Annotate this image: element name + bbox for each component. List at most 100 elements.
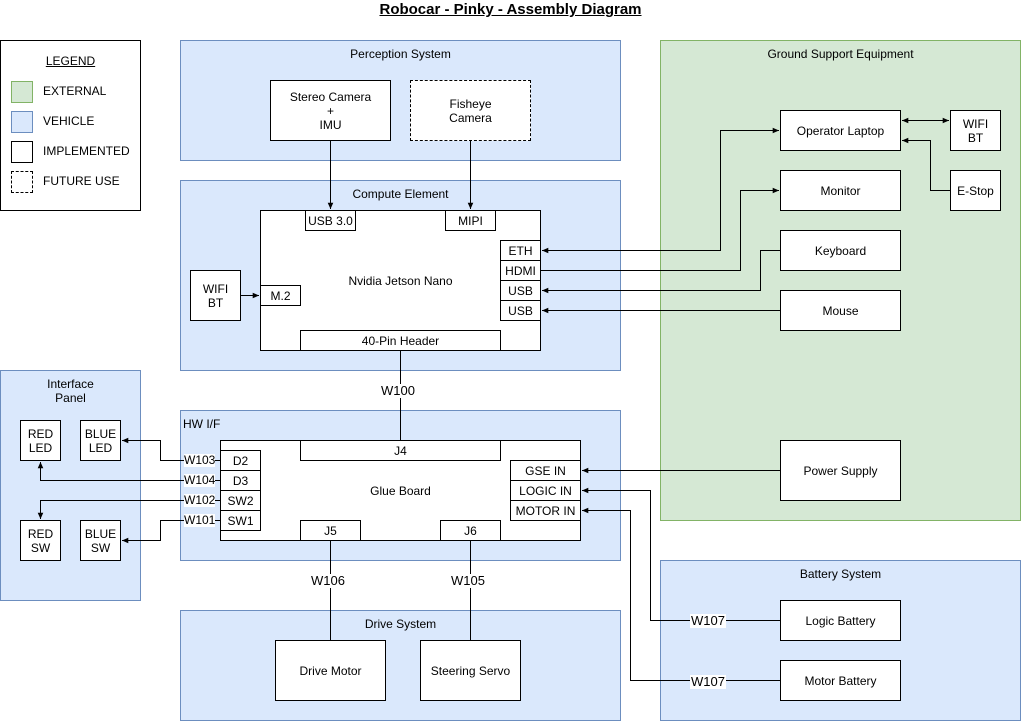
j6-connector: J6 <box>440 520 501 541</box>
logic-in-label: LOGIC IN <box>519 483 572 498</box>
legend-title: LEGEND <box>45 54 96 68</box>
diagram-title: Robocar - Pinky - Assembly Diagram <box>379 1 642 18</box>
monitor-block: Monitor <box>780 170 901 211</box>
blue-led-line1: BLUE <box>84 426 117 441</box>
stereo-camera-imu-block: Stereo Camera + IMU <box>270 80 391 141</box>
sw1-label: SW1 <box>227 513 254 528</box>
fisheye-camera-line2: Camera <box>449 110 492 125</box>
w102-label: W102 <box>184 493 216 507</box>
gse-in-label: GSE IN <box>525 463 566 478</box>
motor-battery-label: Motor Battery <box>804 673 877 688</box>
hdmi-monitor-line <box>541 187 779 271</box>
glue-board-label: Glue Board <box>370 483 431 498</box>
legend-implemented-label: IMPLEMENTED <box>43 144 130 158</box>
power-supply-block: Power Supply <box>780 440 901 501</box>
mouse-label: Mouse <box>822 303 859 318</box>
j5-connector: J5 <box>300 520 361 541</box>
compute-element-label: Compute Element <box>352 187 449 201</box>
j5-label: J5 <box>324 523 337 538</box>
motor-battery-block: Motor Battery <box>780 660 901 701</box>
w105-label: W105 <box>450 573 486 588</box>
w100-label: W100 <box>380 383 416 398</box>
w107-motor-label: W107 <box>690 674 726 689</box>
gse-wifi-line2: BT <box>967 130 984 145</box>
interface-panel-label-line2: Panel <box>55 391 86 405</box>
perception-system-label: Perception System <box>350 47 451 61</box>
gse-wifi-line1: WIFI <box>962 116 989 131</box>
d3-label: D3 <box>232 473 249 488</box>
red-sw-line2: SW <box>30 540 51 555</box>
m2-port-label: M.2 <box>270 288 291 303</box>
blue-sw-line2: SW <box>90 540 111 555</box>
m2-port: M.2 <box>260 285 301 306</box>
hw-if-label: HW I/F <box>183 417 221 431</box>
compute-wifi-line2: BT <box>207 295 224 310</box>
interface-panel-label-line1: Interface <box>47 377 94 391</box>
ground-support-label: Ground Support Equipment <box>767 47 914 61</box>
w106-label: W106 <box>310 573 346 588</box>
blue-sw-line1: BLUE <box>84 526 117 541</box>
fisheye-camera-block: Fisheye Camera <box>410 80 531 141</box>
sw1-pin: SW1 <box>220 510 261 531</box>
j6-label: J6 <box>464 523 477 538</box>
mipi-port: MIPI <box>445 210 496 231</box>
jetson-nano-block: Nvidia Jetson Nano <box>260 210 541 351</box>
blue-led-line2: LED <box>88 440 113 455</box>
legend-external-label: EXTERNAL <box>43 84 107 98</box>
40-pin-header: 40-Pin Header <box>300 330 501 351</box>
battery-system-label: Battery System <box>799 567 882 581</box>
estop-block: E-Stop <box>950 170 1001 211</box>
d2-label: D2 <box>232 453 249 468</box>
keyboard-label: Keyboard <box>814 243 867 258</box>
red-sw-block: RED SW <box>20 520 61 561</box>
blue-led-block: BLUE LED <box>80 420 121 461</box>
j4-label: J4 <box>394 443 407 458</box>
drive-system-label: Drive System <box>364 617 437 631</box>
hdmi-port-label: HDMI <box>505 263 536 278</box>
red-led-line1: RED <box>27 426 54 441</box>
eth-laptop-line <box>542 127 779 254</box>
keyboard-usb-line <box>542 250 780 294</box>
red-sw-line1: RED <box>27 526 54 541</box>
red-led-line2: LED <box>28 440 53 455</box>
legend: LEGEND EXTERNAL VEHICLE IMPLEMENTED FUTU… <box>0 40 141 211</box>
usb-port-2: USB <box>500 300 541 321</box>
w102-line <box>37 500 220 519</box>
fisheye-camera-line1: Fisheye <box>449 96 492 111</box>
logic-battery-label: Logic Battery <box>805 613 876 628</box>
interface-panel-group: Interface Panel <box>0 370 141 601</box>
stereo-camera-line1: Stereo Camera <box>289 89 372 104</box>
w107-logic-label: W107 <box>690 613 726 628</box>
jetson-nano-label: Nvidia Jetson Nano <box>348 273 453 288</box>
logic-battery-block: Logic Battery <box>780 600 901 641</box>
usb-port-2-label: USB <box>508 303 533 318</box>
legend-external-swatch <box>11 81 33 103</box>
monitor-label: Monitor <box>820 183 861 198</box>
legend-implemented-swatch <box>11 141 33 163</box>
d2-pin: D2 <box>220 450 261 471</box>
compute-wifi-line1: WIFI <box>202 281 229 296</box>
power-supply-label: Power Supply <box>803 463 878 478</box>
interface-panel-label: Interface Panel <box>1 377 140 405</box>
drive-motor-label: Drive Motor <box>299 663 362 678</box>
motor-in-port: MOTOR IN <box>510 500 581 521</box>
drive-system-group: Drive System <box>180 610 621 721</box>
w104-line <box>37 462 220 481</box>
operator-laptop-block: Operator Laptop <box>780 110 901 151</box>
j4-connector: J4 <box>300 440 501 461</box>
legend-vehicle-swatch <box>11 111 33 133</box>
usb-port-1: USB <box>500 280 541 301</box>
usb30-port-label: USB 3.0 <box>308 213 353 228</box>
steering-servo-label: Steering Servo <box>430 663 511 678</box>
usb-port-1-label: USB <box>508 283 533 298</box>
steering-servo-block: Steering Servo <box>420 640 521 701</box>
eth-port: ETH <box>500 240 541 261</box>
motor-in-label: MOTOR IN <box>515 503 576 518</box>
compute-wifi-bt-block: WIFI BT <box>190 270 241 321</box>
keyboard-block: Keyboard <box>780 230 901 271</box>
estop-laptop-line <box>902 137 950 191</box>
mipi-port-label: MIPI <box>458 213 483 228</box>
gse-wifi-bt-block: WIFI BT <box>950 110 1001 151</box>
stereo-camera-line3: IMU <box>319 117 342 132</box>
